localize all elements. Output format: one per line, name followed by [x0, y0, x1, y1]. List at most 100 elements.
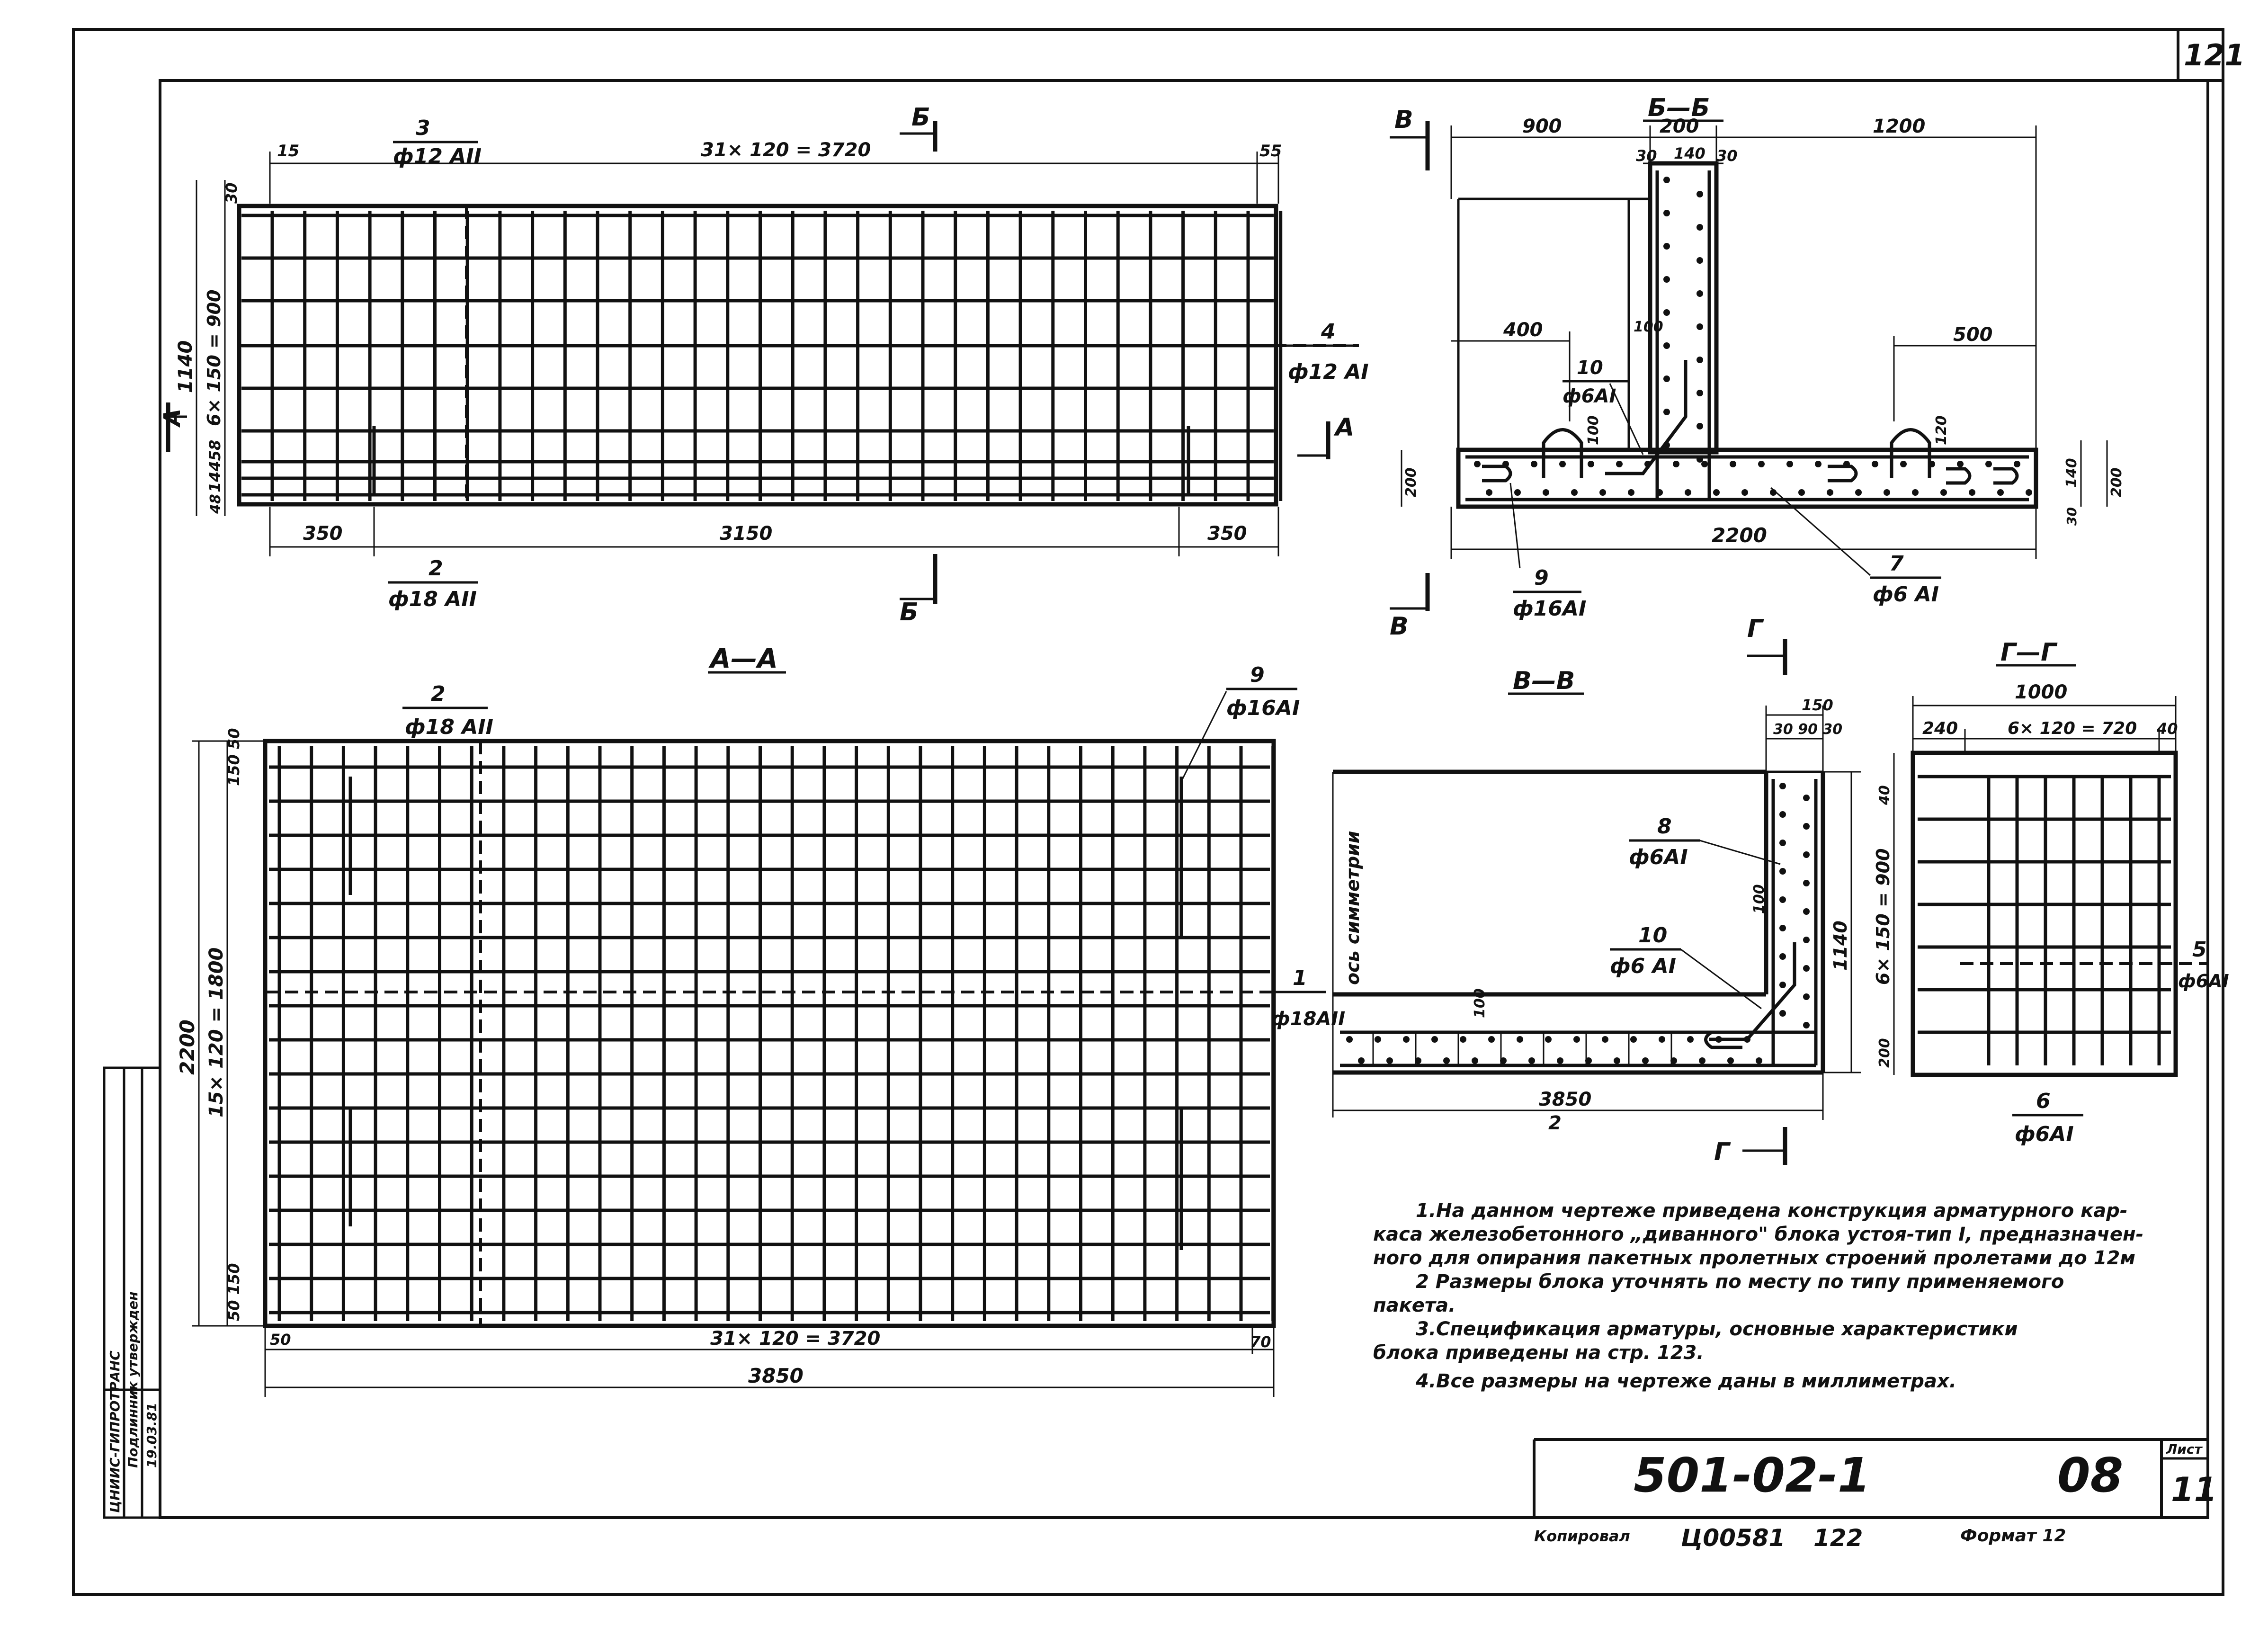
- vv-bar-dot: [1403, 1036, 1410, 1043]
- section-aa-vertical-bars: [277, 746, 1275, 1321]
- note-line-2: каса железобетонного „диванного" блока у…: [1373, 1224, 2143, 1245]
- vv-bar-dot: [1803, 908, 1810, 915]
- plan-dim-30: 30: [223, 182, 241, 204]
- bb-bar-dot: [1571, 489, 1578, 496]
- bb-bar-dot: [1786, 461, 1793, 467]
- vv-bar-dot: [1346, 1036, 1353, 1043]
- vv-bar-dot: [1744, 1036, 1750, 1043]
- page-number-box: [2177, 28, 2224, 82]
- bb-dim-200-right: 200: [2108, 467, 2125, 497]
- bb-bar-dot: [1697, 357, 1703, 363]
- bb-dim-200: 200: [1660, 116, 1699, 137]
- vv-dim-150: 150: [1802, 696, 1833, 714]
- bb-bar-dot: [1997, 489, 2004, 496]
- vv-bar-dot: [1386, 1057, 1393, 1064]
- bb-bar-dot: [1884, 489, 1890, 496]
- vv-bar-dot: [1630, 1036, 1637, 1043]
- vv-dim-100a: 100: [1751, 884, 1768, 914]
- vv-bar-dot: [1803, 823, 1810, 830]
- bb-bar-dot: [1486, 489, 1492, 496]
- plan-dim-top: 31× 120 = 3720: [701, 139, 871, 161]
- bb-bar-dot: [1815, 461, 1822, 467]
- aa-mark2-bar: ф18 АII: [405, 715, 493, 739]
- gg-dim-240: 240: [1922, 719, 1958, 738]
- gg-dim-6x120: 6× 120 = 720: [2008, 719, 2137, 738]
- bb-dim-500: 500: [1953, 324, 1993, 346]
- vv-bar-dot: [1779, 783, 1786, 789]
- plan-mark3-num: 3: [416, 116, 430, 140]
- vv-bar-dot: [1375, 1036, 1381, 1043]
- aa-mark9-bar: ф16АI: [1226, 696, 1300, 720]
- gg-mark6-bar: ф6АI: [2015, 1122, 2074, 1146]
- vv-sec-g-bottom: Г: [1714, 1138, 1731, 1166]
- vv-dim-30-90-30: 30 90 30: [1773, 721, 1842, 738]
- aa-dim-50: 50: [270, 1331, 291, 1349]
- plan-dim-1140: 1140: [175, 340, 196, 393]
- bb-dim-1200: 1200: [1873, 116, 1925, 137]
- inner-border: [159, 79, 2209, 1519]
- bb-bar-dot: [1628, 489, 1634, 496]
- side-stamp-text-3: 19.03.81: [144, 1403, 160, 1468]
- bb-bar-dot: [1663, 375, 1670, 382]
- bb-dim-2200: 2200: [1712, 524, 1767, 547]
- bb-bar-dot: [1697, 323, 1703, 330]
- vv-bar-dot: [1779, 840, 1786, 846]
- vv-bar-dot: [1803, 795, 1810, 801]
- bb-dim-140-right: 140: [2063, 458, 2080, 488]
- vv-bar-dot: [1699, 1057, 1705, 1064]
- side-stamp: ЦНИИС-ГИПРОТРАНС Подлинник утвержден 19.…: [103, 1066, 161, 1519]
- bb-bar-dot: [1697, 390, 1703, 396]
- bb-bar-dot: [1985, 461, 1992, 467]
- section-vv: В—В Г Г ось симметрии 150 30 90 30: [1332, 615, 1861, 1166]
- page-reference: 122: [1813, 1524, 1863, 1552]
- plan-dim-14458: 14458: [206, 440, 224, 492]
- aa-dim-70: 70: [1250, 1333, 1271, 1351]
- bb-bar-dot: [1758, 461, 1765, 467]
- plan-vertical-bars: [270, 211, 1283, 501]
- note-line-8: 4.Все размеры на чертеже даны в миллимет…: [1415, 1370, 1956, 1392]
- aa-dim-150-50: 150 50: [225, 728, 243, 786]
- bb-mark7-num: 7: [1889, 552, 1904, 576]
- section-aa: А—А 2 ф18 АII 9 ф16АI 1 ф18АII 150 50 22…: [176, 644, 1345, 1397]
- vv-bar-dot: [1687, 1036, 1694, 1043]
- aa-mark1-num: 1: [1293, 966, 1307, 990]
- bb-hook-left: [1542, 428, 1583, 478]
- section-gg: Г—Г 1000 240 6× 120 = 720 40 40 6× 150 =…: [1873, 638, 2229, 1146]
- bb-bar-dot: [1872, 461, 1878, 467]
- bb-bar-dot: [1588, 461, 1594, 467]
- title-sheet-no: 11: [2171, 1470, 2217, 1509]
- vv-bar-dot: [1431, 1036, 1438, 1043]
- note-line-5: пакета.: [1373, 1295, 1455, 1316]
- bb-bar-dot: [1940, 489, 1947, 496]
- gg-dim-200: 200: [1876, 1038, 1893, 1068]
- vv-bar-dot: [1715, 1036, 1722, 1043]
- bb-bar-dot: [1663, 210, 1670, 216]
- plan-sec-a-right: А: [1333, 413, 1354, 442]
- bb-dim-100b: 100: [1585, 415, 1602, 445]
- bb-bar-dot: [1697, 290, 1703, 297]
- vv-mark8-num: 8: [1657, 814, 1672, 839]
- bb-bar-dot: [1701, 461, 1708, 467]
- section-gg-vertical-bars: [1987, 777, 2161, 1065]
- vv-bar-dot: [1614, 1057, 1620, 1064]
- vv-axis-label: ось симметрии: [1342, 831, 1363, 985]
- section-aa-title: А—А: [708, 644, 778, 674]
- bb-sec-v-top: В: [1394, 106, 1413, 134]
- bb-bar-dot: [1616, 461, 1623, 467]
- bb-bar-dot: [1663, 342, 1670, 349]
- bb-bar-dot: [1663, 276, 1670, 283]
- aa-dim-2200: 2200: [176, 1019, 199, 1075]
- plan-mark2-num: 2: [429, 556, 443, 581]
- bb-bar-dot: [1656, 489, 1663, 496]
- plan-dim-15: 15: [277, 142, 299, 161]
- vv-bar-dot: [1358, 1057, 1365, 1064]
- vv-bar-dot: [1472, 1057, 1478, 1064]
- outer-border: [72, 28, 2224, 1596]
- notes: 1.На данном чертеже приведена конструкци…: [1373, 1200, 2143, 1392]
- vv-bar-dot: [1803, 965, 1810, 972]
- bb-bar-dot: [1827, 489, 1833, 496]
- note-line-1: 1.На данном чертеже приведена конструкци…: [1416, 1200, 2128, 1222]
- bb-bar-dot: [1900, 461, 1907, 467]
- plan-sec-b-top: Б: [911, 103, 930, 132]
- aa-mark1-bar: ф18АII: [1271, 1008, 1345, 1030]
